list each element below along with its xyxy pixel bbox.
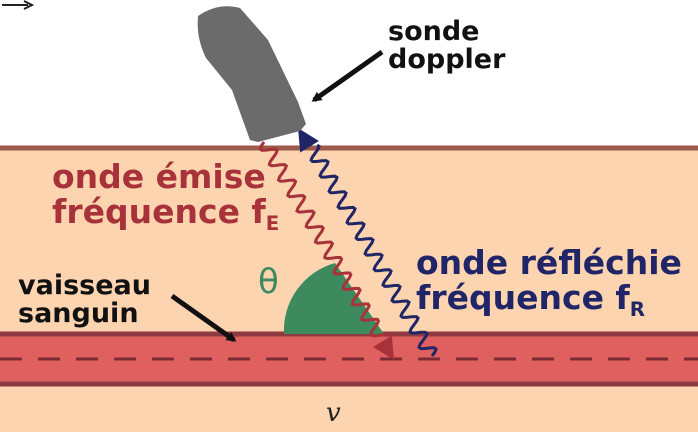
velocity-vector-arrow [2, 0, 34, 10]
emitted-wave-label-line1: onde émise [52, 157, 266, 196]
probe-pointer-arrow [311, 49, 384, 103]
vessel-label-line2: sanguin [18, 298, 139, 330]
vessel-label-line1: vaisseau [18, 270, 151, 301]
probe-label-line1: sonde [388, 16, 480, 47]
probe-label-line2: doppler [388, 44, 506, 76]
reflected-wave-arrowhead [298, 128, 319, 153]
emitted-wave-label-line2: fréquence fE [52, 191, 280, 235]
reflected-wave-label: onde réfléchie fréquence fR [416, 243, 682, 321]
reflected-frequency-text: fréquence f [416, 277, 630, 317]
vessel-label: vaisseau sanguin [18, 270, 151, 330]
reflected-wave-label-line2: fréquence fR [416, 277, 682, 321]
reflected-wave [309, 143, 438, 357]
emitted-frequency-subscript: E [265, 211, 280, 235]
emitted-frequency-text: fréquence f [52, 191, 266, 231]
probe-label: sonde doppler [388, 16, 506, 76]
reflected-wave-label-line1: onde réfléchie [416, 243, 682, 282]
velocity-label: v [326, 398, 341, 428]
emitted-wave [258, 141, 389, 338]
emitted-wave-label: onde émise fréquence fE [52, 157, 280, 235]
doppler-probe [197, 6, 306, 143]
angle-theta-label: θ [258, 262, 279, 302]
vessel-pointer-arrow [170, 293, 237, 343]
reflected-frequency-subscript: R [629, 297, 646, 321]
angle-sector [283, 263, 384, 334]
emitted-wave-arrowhead [373, 335, 394, 360]
